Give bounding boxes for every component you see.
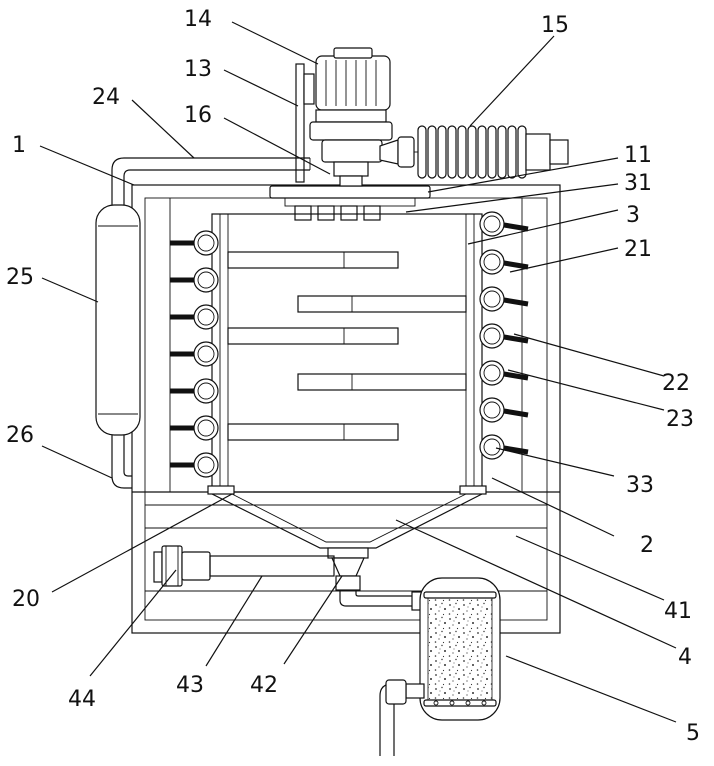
label-1: 1	[12, 133, 26, 158]
label-33: 33	[626, 473, 654, 498]
label-44: 44	[68, 687, 96, 712]
right-roller	[480, 435, 528, 459]
filter-vessel	[380, 578, 500, 756]
label-43: 43	[176, 673, 204, 698]
label-31: 31	[624, 171, 652, 196]
label-23: 23	[666, 407, 694, 432]
label-5: 5	[686, 721, 700, 746]
left-roller	[170, 416, 218, 440]
left-roller	[170, 379, 218, 403]
label-41: 41	[664, 599, 692, 624]
right-roller	[480, 287, 528, 311]
label-15: 15	[541, 13, 569, 38]
label-22: 22	[662, 371, 690, 396]
left-roller	[170, 342, 218, 366]
label-21: 21	[624, 237, 652, 262]
label-13: 13	[184, 57, 212, 82]
label-11: 11	[624, 143, 652, 168]
label-2: 2	[640, 533, 654, 558]
left-roller	[170, 305, 218, 329]
bottom-pipe	[154, 546, 334, 586]
label-24: 24	[92, 85, 120, 110]
label-25: 25	[6, 265, 34, 290]
label-26: 26	[6, 423, 34, 448]
label-16: 16	[184, 103, 212, 128]
label-4: 4	[678, 645, 692, 670]
left-rollers	[170, 231, 218, 477]
label-14: 14	[184, 7, 212, 32]
label-42: 42	[250, 673, 278, 698]
left-roller	[170, 231, 218, 255]
label-3: 3	[626, 203, 640, 228]
left-roller	[170, 268, 218, 292]
right-roller	[480, 250, 528, 274]
inner-drum	[208, 214, 486, 494]
lid-plate	[270, 186, 430, 220]
right-roller	[480, 398, 528, 422]
bellows-pump	[380, 126, 568, 178]
label-20: 20	[12, 587, 40, 612]
left-roller	[170, 453, 218, 477]
